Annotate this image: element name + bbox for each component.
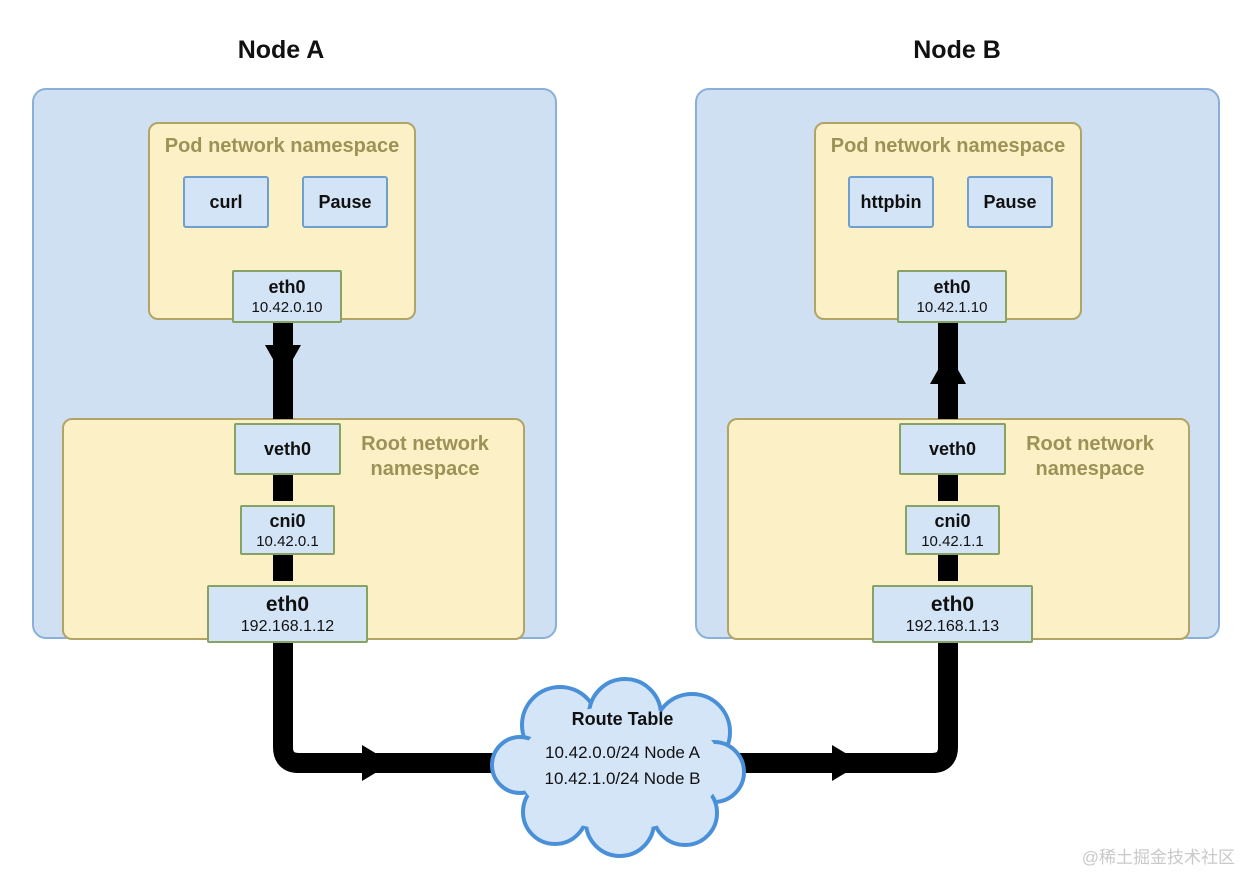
- interface-name: eth0: [265, 592, 310, 616]
- route-table-entry: 10.42.1.0/24 Node B: [544, 769, 701, 788]
- interface-name: veth0: [928, 439, 977, 459]
- node-b-box: Pod network namespace httpbin Pause eth0…: [695, 88, 1220, 643]
- interface-ip: 10.42.0.1: [256, 532, 319, 550]
- route-table-title: Route Table: [571, 709, 674, 729]
- container-httpbin: httpbin: [848, 176, 934, 228]
- interface-ip: 192.168.1.12: [240, 617, 335, 635]
- interface-name: eth0: [268, 277, 306, 297]
- pod-eth0-b: eth0 10.42.1.10: [897, 270, 1007, 323]
- route-table-text: Route Table 10.42.0.0/24 Node A 10.42.1.…: [505, 706, 740, 792]
- watermark: @稀土掘金技术社区: [1081, 848, 1235, 867]
- interface-name: cni0: [269, 510, 306, 531]
- container-pause-b: Pause: [967, 176, 1053, 228]
- interface-ip: 192.168.1.13: [905, 617, 1000, 635]
- node-b-title: Node B: [913, 36, 1001, 64]
- container-pause-a: Pause: [302, 176, 388, 228]
- route-table-entry: 10.42.0.0/24 Node A: [544, 743, 701, 762]
- interface-ip: 10.42.1.1: [921, 532, 984, 550]
- pod-namespace-label: Pod network namespace: [164, 135, 400, 157]
- node-b-root-namespace: Root network namespace veth0 cni0 10.42.…: [727, 418, 1190, 643]
- container-curl: curl: [183, 176, 269, 228]
- interface-ip: 10.42.1.10: [916, 299, 988, 316]
- pod-eth0-a: eth0 10.42.0.10: [232, 270, 342, 323]
- interface-name: cni0: [934, 510, 971, 531]
- root-namespace-label: Root network namespace: [1026, 433, 1154, 480]
- interface-name: eth0: [930, 592, 975, 616]
- veth0-a: veth0: [234, 423, 341, 475]
- node-b-pod-namespace: Pod network namespace httpbin Pause eth0…: [814, 122, 1082, 323]
- node-a-title: Node A: [237, 36, 325, 64]
- root-eth0-a: eth0 192.168.1.12: [207, 585, 368, 643]
- node-a-box: Pod network namespace curl Pause eth0 10…: [32, 88, 557, 643]
- right-arrowhead-left: [362, 745, 392, 781]
- right-arrowhead-right: [832, 745, 862, 781]
- interface-name: veth0: [263, 439, 312, 459]
- pod-namespace-label: Pod network namespace: [830, 135, 1066, 157]
- veth0-b: veth0: [899, 423, 1006, 475]
- node-a-root-namespace: Root network namespace veth0 cni0 10.42.…: [62, 418, 525, 643]
- root-namespace-label: Root network namespace: [361, 433, 489, 480]
- interface-ip: 10.42.0.10: [251, 299, 323, 316]
- root-eth0-b: eth0 192.168.1.13: [872, 585, 1033, 643]
- node-a-pod-namespace: Pod network namespace curl Pause eth0 10…: [148, 122, 416, 323]
- cni0-a: cni0 10.42.0.1: [240, 505, 335, 555]
- interface-name: eth0: [933, 277, 971, 297]
- cni0-b: cni0 10.42.1.1: [905, 505, 1000, 555]
